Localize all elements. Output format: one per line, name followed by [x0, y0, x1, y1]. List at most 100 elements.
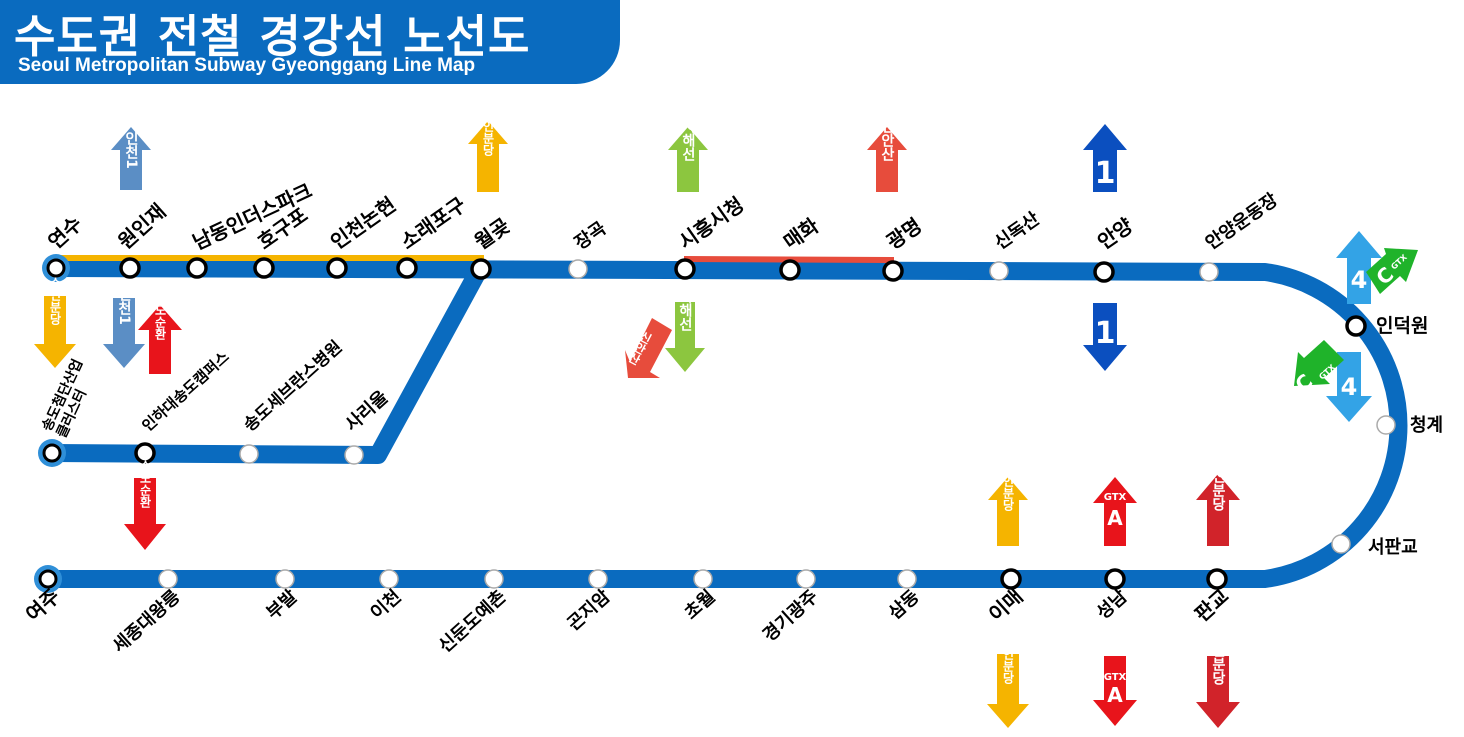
line1-up-arrow: 1: [1083, 124, 1127, 192]
line4-up-arrow: 4: [1336, 231, 1382, 304]
label-anyang-stadium: 안양운동장: [1202, 189, 1282, 254]
label-inchon-nonhyeon: 인천논현: [326, 192, 400, 254]
incheon1-up-arrow: 인천1: [111, 127, 151, 190]
label-yeonsu: 연수: [43, 211, 86, 253]
label-bubal: 부발: [263, 586, 302, 624]
svg-text:서해선: 서해선: [680, 119, 696, 162]
station-dot: [1376, 415, 1396, 435]
svg-text:수인분당: 수인분당: [48, 277, 62, 326]
label-gyeonggi-gwangju: 경기광주: [759, 586, 822, 646]
station-dot: [779, 259, 801, 281]
gtxc-down-arrow: C GTX: [1290, 340, 1344, 397]
station-dot: [796, 569, 816, 589]
svg-text:신분당: 신분당: [1210, 643, 1226, 686]
svg-text:송도순환: 송도순환: [138, 460, 152, 509]
label-icheon: 이천: [367, 586, 406, 624]
station-dot: [379, 569, 399, 589]
svg-text:수인분당: 수인분당: [1001, 463, 1015, 512]
station-dot: [1206, 568, 1228, 590]
label-gonjiam: 곤지암: [563, 586, 614, 635]
station-dot: [275, 569, 295, 589]
label-songdo-severance: 송도세브란스병원: [240, 337, 346, 436]
label-anyang: 안양: [1093, 213, 1137, 254]
station-dot: [119, 257, 141, 279]
label-songdo-cluster: 송도첨단산업클러스터: [38, 356, 101, 440]
station-dot: [568, 259, 588, 279]
label-indeogwon: 인덕원: [1376, 315, 1428, 337]
suin-up-arrow-imae: 수인분당: [988, 463, 1028, 546]
suin-up-arrow: 수인분당: [468, 108, 508, 192]
svg-text:A: A: [1107, 683, 1123, 707]
station-dot: [1093, 261, 1115, 283]
seohae-up-arrow: 서해선: [668, 119, 708, 192]
station-dot: [674, 258, 696, 280]
station-dot: [1199, 262, 1219, 282]
gtxa-down-arrow: GTX A: [1093, 656, 1137, 726]
station-dot: [158, 569, 178, 589]
svg-text:서해선: 서해선: [677, 289, 693, 332]
map-title: 수도권 전철 경강선 노선도: [14, 10, 531, 63]
station-dot: [326, 257, 348, 279]
line4-down-arrow: 4: [1326, 352, 1372, 422]
svg-text:4: 4: [1351, 266, 1368, 294]
map-subtitle: Seoul Metropolitan Subway Gyeonggang Lin…: [18, 55, 476, 76]
svg-text:송도순환: 송도순환: [153, 292, 167, 341]
incheon1-down-arrow: 인천1: [103, 286, 145, 368]
seohae-down-arrow: 서해선: [665, 289, 705, 372]
svg-text:4: 4: [1341, 373, 1358, 401]
label-janggok: 장곡: [571, 218, 610, 254]
sinansan-up-arrow: 신안산: [867, 119, 907, 192]
label-cheonggye: 청계: [1410, 415, 1443, 436]
svg-text:수인분당: 수인분당: [1001, 636, 1015, 685]
station-dot: [484, 569, 504, 589]
label-yeoju: 여주: [21, 584, 64, 626]
label-samdong: 삼동: [885, 586, 924, 624]
svg-text:A: A: [1107, 506, 1123, 530]
songdo-down-arrow: 송도순환: [124, 460, 166, 550]
station-dot: [396, 257, 418, 279]
sinansan-down-arrow: 신안산: [625, 318, 672, 378]
title-banner: 수도권 전철 경강선 노선도 Seoul Metropolitan Subway…: [0, 0, 620, 84]
station-dot: [1345, 315, 1367, 337]
gtxc-up-arrow: C GTX: [1366, 248, 1418, 294]
station-dot: [134, 442, 156, 464]
songdo-circular-arrow: 송도순환: [138, 292, 182, 374]
station-dot: [1104, 568, 1126, 590]
label-woninjae: 원인재: [113, 199, 170, 254]
label-seopangyo: 서판교: [1368, 537, 1418, 558]
label-sindoksan: 신독산: [991, 208, 1044, 254]
transfer-arrows: 인천1 수인분당 서해선 신안산 1 수인분당 인천1: [34, 108, 1418, 728]
svg-text:신안산: 신안산: [879, 119, 895, 162]
label-sindundoyechon: 신둔도예촌: [435, 586, 511, 657]
sinbundang-down-arrow: 신분당: [1196, 643, 1240, 728]
label-soraepogu: 소래포구: [396, 192, 470, 254]
label-maehwa: 매화: [779, 213, 823, 254]
station-markers: [34, 254, 1396, 593]
label-chowol: 초월: [681, 586, 720, 624]
station-dot: [239, 444, 259, 464]
station-dot: [470, 258, 492, 280]
label-gwangmyeong: 광명: [882, 213, 926, 254]
station-dot: [897, 569, 917, 589]
sinbundang-up-arrow: 신분당: [1196, 469, 1240, 546]
svg-text:인천1: 인천1: [123, 130, 139, 168]
station-dot: [253, 257, 275, 279]
station-dot: [344, 445, 364, 465]
station-dot: [693, 569, 713, 589]
svg-text:1: 1: [1095, 156, 1116, 191]
station-dot: [989, 261, 1009, 281]
station-dot: [1331, 534, 1351, 554]
station-dot: [882, 260, 904, 282]
label-siheung-cityhall: 시흥시청: [674, 192, 748, 254]
svg-text:1: 1: [1095, 316, 1116, 351]
suin-down-arrow-imae: 수인분당: [987, 636, 1029, 728]
suin-down-arrow: 수인분당: [34, 277, 76, 368]
station-dot: [588, 569, 608, 589]
svg-text:인천1: 인천1: [116, 286, 132, 324]
label-wolgot: 월곶: [470, 213, 514, 254]
svg-text:수인분당: 수인분당: [481, 108, 495, 157]
svg-text:GTX: GTX: [1104, 672, 1127, 683]
station-dot: [186, 257, 208, 279]
line1-down-arrow: 1: [1083, 303, 1127, 371]
